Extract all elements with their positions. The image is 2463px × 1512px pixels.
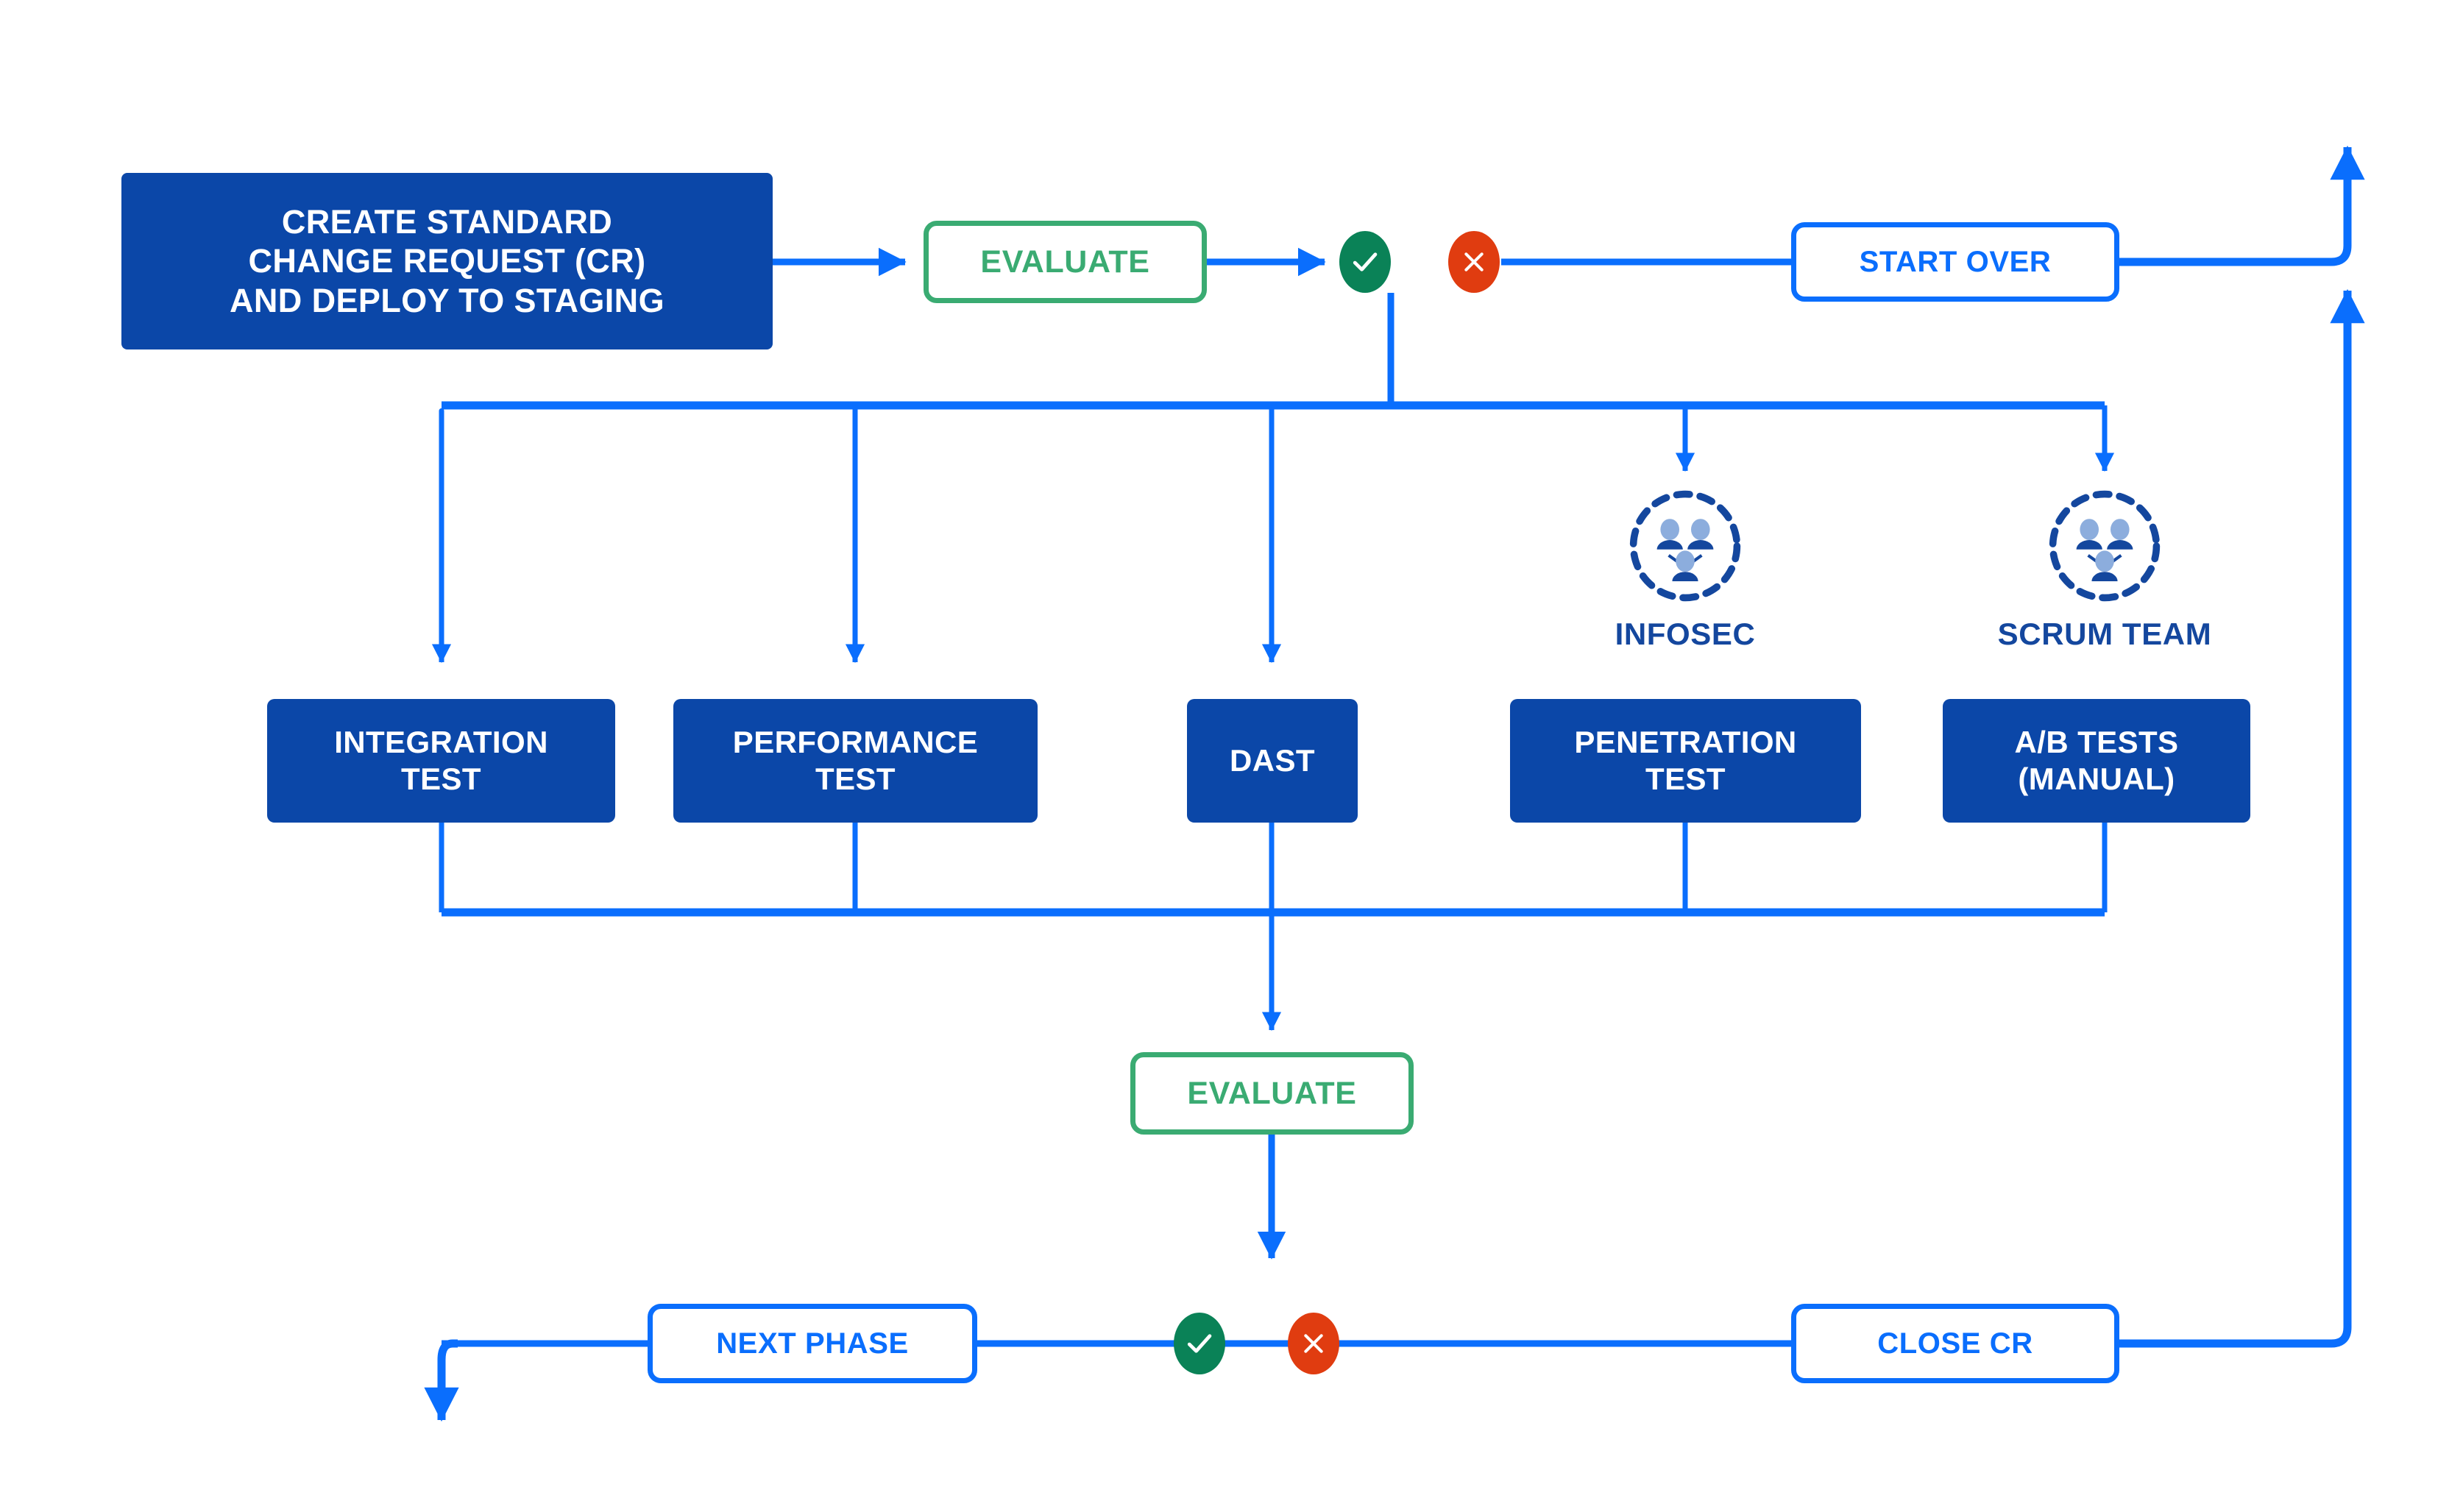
- integration-test-line-2: TEST: [401, 762, 481, 796]
- node-penetration-test[interactable]: PENETRATION TEST: [1510, 699, 1861, 823]
- ab-tests-line-2: (MANUAL): [2018, 762, 2175, 796]
- node-performance-test[interactable]: PERFORMANCE TEST: [673, 699, 1038, 823]
- infosec-label: INFOSEC: [1615, 617, 1756, 651]
- node-dast[interactable]: DAST: [1187, 699, 1358, 823]
- evaluate-top-label: EVALUATE: [980, 244, 1150, 280]
- evaluate-bottom-label: EVALUATE: [1187, 1075, 1357, 1111]
- reject-cross-icon-top[interactable]: [1448, 231, 1500, 293]
- dast-label: DAST: [1230, 743, 1315, 778]
- node-next-phase[interactable]: NEXT PHASE: [648, 1304, 977, 1383]
- wire-close-cr-loop: [2119, 288, 2365, 1348]
- ab-tests-line-1: A/B TESTS: [2014, 725, 2179, 760]
- node-close-cr[interactable]: CLOSE CR: [1791, 1304, 2119, 1383]
- create-cr-line-2: CHANGE REQUEST (CR): [248, 242, 646, 280]
- create-cr-line-1: CREATE STANDARD: [281, 203, 613, 241]
- performance-test-line-1: PERFORMANCE: [732, 725, 979, 760]
- node-ab-tests[interactable]: A/B TESTS (MANUAL): [1943, 699, 2250, 823]
- node-create-change-request[interactable]: CREATE STANDARD CHANGE REQUEST (CR) AND …: [121, 173, 773, 349]
- scrum-team-label: SCRUM TEAM: [1997, 617, 2212, 651]
- node-evaluate-top[interactable]: EVALUATE: [924, 221, 1207, 303]
- penetration-test-line-1: PENETRATION: [1574, 725, 1797, 760]
- close-cr-label: CLOSE CR: [1877, 1327, 2033, 1360]
- penetration-test-line-2: TEST: [1645, 762, 1726, 796]
- actor-scrum-team[interactable]: SCRUM TEAM: [1998, 487, 2211, 652]
- node-evaluate-bottom[interactable]: EVALUATE: [1130, 1052, 1414, 1135]
- wire-start-over-loop: [2119, 145, 2365, 266]
- performance-test-line-2: TEST: [815, 762, 896, 796]
- integration-test-line-1: INTEGRATION: [334, 725, 548, 760]
- next-phase-label: NEXT PHASE: [716, 1327, 909, 1360]
- start-over-label: START OVER: [1859, 245, 2052, 278]
- approve-check-icon-bottom[interactable]: [1174, 1313, 1225, 1374]
- reject-cross-icon-bottom[interactable]: [1288, 1313, 1339, 1374]
- team-group-icon: [2049, 490, 2161, 602]
- approve-check-icon-top[interactable]: [1339, 231, 1391, 293]
- wire-next-phase-exit: [424, 1339, 459, 1422]
- node-integration-test[interactable]: INTEGRATION TEST: [267, 699, 615, 823]
- node-start-over[interactable]: START OVER: [1791, 222, 2119, 302]
- actor-infosec[interactable]: INFOSEC: [1615, 487, 1755, 652]
- create-cr-line-3: AND DEPLOY TO STAGING: [230, 281, 665, 319]
- team-group-icon: [1629, 490, 1741, 602]
